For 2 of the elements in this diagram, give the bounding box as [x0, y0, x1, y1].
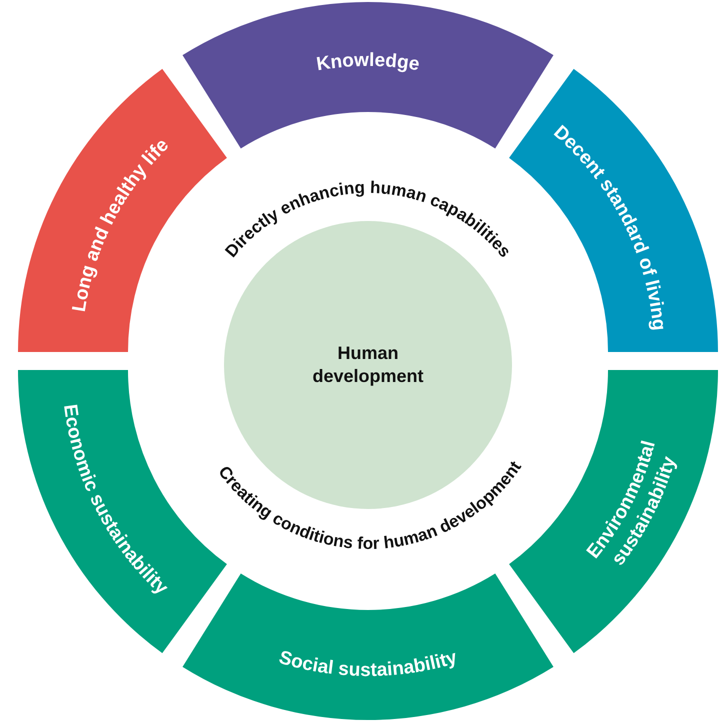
segment-label: Knowledge [315, 50, 421, 76]
segment-label: Social sustainability [276, 647, 460, 682]
